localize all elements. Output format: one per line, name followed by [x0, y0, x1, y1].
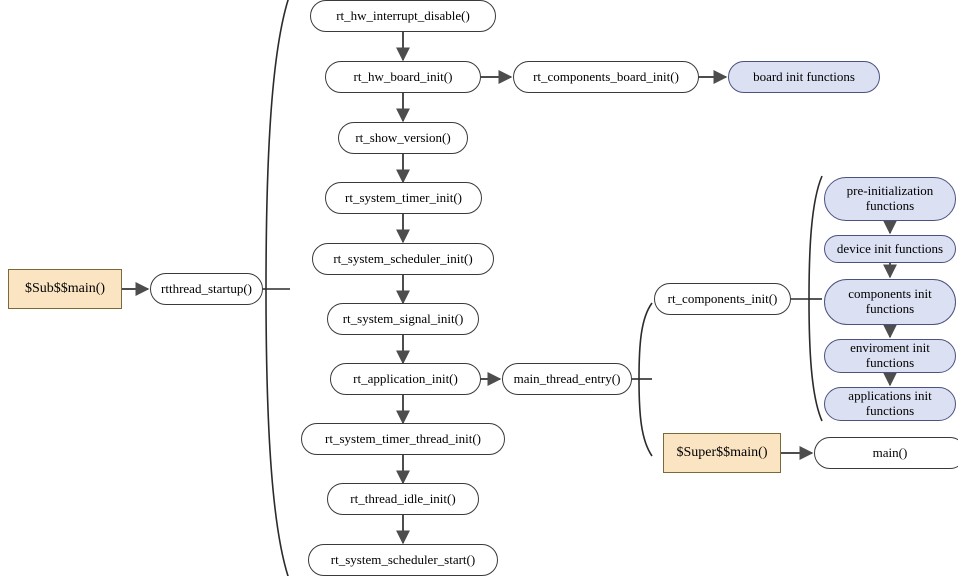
- node-label: pre-initialization functions: [846, 183, 934, 213]
- node-label: applications init functions: [848, 388, 932, 418]
- node-device-init-functions[interactable]: device init functions: [824, 235, 956, 263]
- node-label: rt_system_scheduler_init(): [333, 250, 473, 266]
- node-applications-init-functions[interactable]: applications init functions: [824, 387, 956, 421]
- node-components-init-functions[interactable]: components init functions: [824, 279, 956, 325]
- node-sub-main-label: $Sub$$main(): [24, 281, 106, 297]
- node-rt-components-board-init[interactable]: rt_components_board_init(): [513, 61, 699, 93]
- node-rt-hw-board-init[interactable]: rt_hw_board_init(): [325, 61, 481, 93]
- node-rtthread-startup-label: rtthread_startup(): [161, 280, 252, 296]
- node-main[interactable]: main(): [814, 437, 958, 469]
- node-label: rt_hw_interrupt_disable(): [336, 7, 470, 23]
- node-label: rt_system_signal_init(): [342, 310, 464, 326]
- node-label: rt_system_scheduler_start(): [330, 551, 476, 567]
- node-label: rt_application_init(): [353, 370, 458, 386]
- node-rtthread-startup[interactable]: rtthread_startup(): [150, 273, 263, 305]
- node-rt-thread-idle-init[interactable]: rt_thread_idle_init(): [327, 483, 479, 515]
- node-rt-system-timer-init[interactable]: rt_system_timer_init(): [325, 182, 482, 214]
- node-label: rt_system_timer_init(): [345, 189, 462, 205]
- node-rt-application-init[interactable]: rt_application_init(): [330, 363, 481, 395]
- node-super-main-label: $Super$$main(): [676, 445, 768, 461]
- node-label: main(): [872, 444, 908, 460]
- node-pre-initialization-functions[interactable]: pre-initialization functions: [824, 177, 956, 221]
- node-rt-hw-interrupt-disable[interactable]: rt_hw_interrupt_disable(): [310, 0, 496, 32]
- node-label: main_thread_entry(): [513, 370, 621, 386]
- node-rt-components-init[interactable]: rt_components_init(): [654, 283, 791, 315]
- node-rt-system-scheduler-start[interactable]: rt_system_scheduler_start(): [308, 544, 498, 576]
- node-board-init-functions[interactable]: board init functions: [728, 61, 880, 93]
- node-rt-show-version[interactable]: rt_show_version(): [338, 122, 468, 154]
- node-enviroment-init-functions[interactable]: enviroment init functions: [824, 339, 956, 373]
- node-label: device init functions: [836, 240, 944, 256]
- node-main-thread-entry[interactable]: main_thread_entry(): [502, 363, 632, 395]
- node-label: enviroment init functions: [850, 340, 930, 370]
- node-label: rt_thread_idle_init(): [350, 490, 456, 506]
- node-super-main[interactable]: $Super$$main(): [663, 433, 781, 473]
- brace-startup-chain: [265, 0, 289, 576]
- node-rt-system-timer-thread-init[interactable]: rt_system_timer_thread_init(): [301, 423, 505, 455]
- node-label: board init functions: [753, 68, 855, 84]
- node-rt-system-scheduler-init[interactable]: rt_system_scheduler_init(): [312, 243, 494, 275]
- node-label: rt_system_timer_thread_init(): [325, 430, 481, 446]
- node-label: rt_hw_board_init(): [353, 68, 453, 84]
- node-rt-system-signal-init[interactable]: rt_system_signal_init(): [327, 303, 479, 335]
- node-label: rt_components_board_init(): [533, 68, 679, 84]
- node-sub-main[interactable]: $Sub$$main(): [8, 269, 122, 309]
- node-label: rt_components_init(): [667, 290, 778, 306]
- node-label: components init functions: [848, 286, 932, 316]
- node-label: rt_show_version(): [355, 129, 451, 145]
